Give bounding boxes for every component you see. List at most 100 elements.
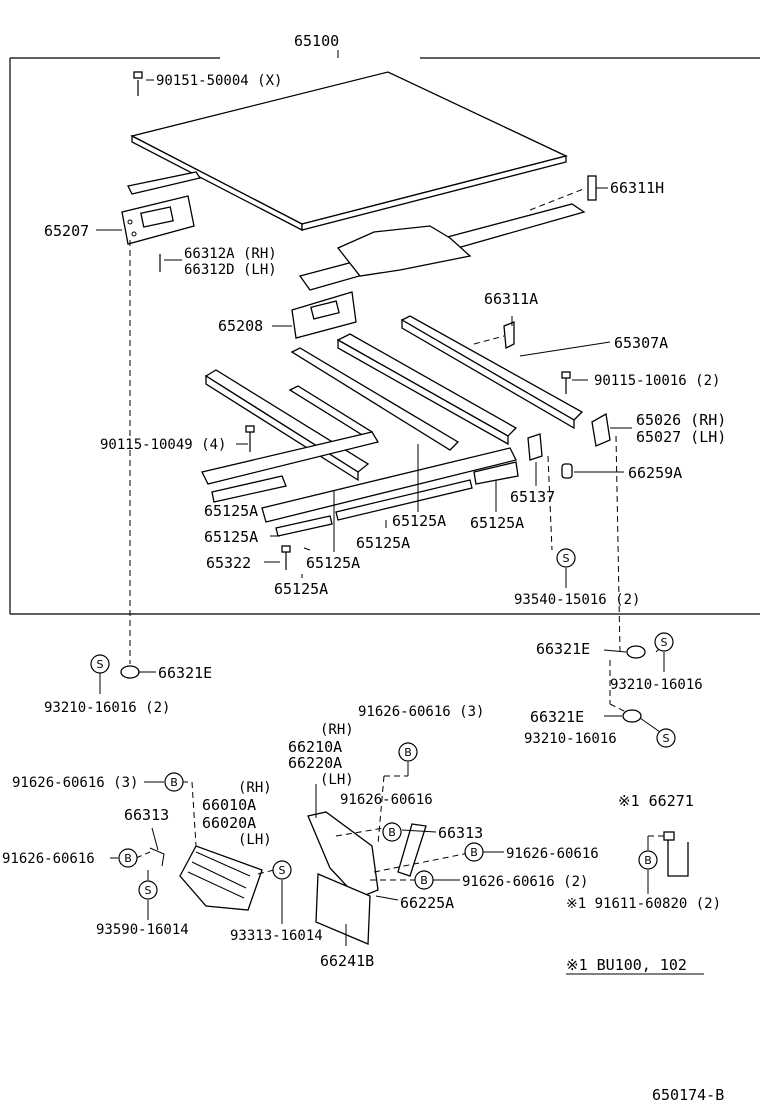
- svg-text:B: B: [124, 852, 132, 865]
- svg-text:B: B: [470, 846, 478, 859]
- washer-symbol-r1: S: [654, 632, 674, 652]
- label-rivet-left-top: 91626-60616 (3): [12, 775, 138, 791]
- screw-90115-10049: [245, 425, 255, 452]
- label-washer-left: 93210-16016 (2): [44, 700, 170, 716]
- label-bolt-65322: 65322: [206, 554, 251, 572]
- label-brace-right: 66313: [438, 824, 483, 842]
- label-pin-lh: 66312D (LH): [184, 262, 277, 278]
- svg-text:S: S: [661, 636, 668, 649]
- label-stay-lh: 66020A: [202, 814, 256, 832]
- label-member-1: 65125A: [204, 502, 258, 520]
- label-cushion-left: 66321E: [158, 664, 212, 682]
- handle-66271: [663, 831, 689, 877]
- label-bracket-65207: 65207: [44, 222, 89, 240]
- label-sill-65307a: 65307A: [614, 334, 668, 352]
- washer-symbol-65137: S: [556, 548, 576, 568]
- label-bolt-93313: 93313-16014: [230, 928, 323, 944]
- svg-text:S: S: [563, 552, 570, 565]
- label-pin-rh: 66312A (RH): [184, 246, 277, 262]
- label-rh-tag-1: (RH): [320, 722, 354, 738]
- sill-mid-b: [290, 347, 460, 451]
- svg-text:B: B: [170, 776, 178, 789]
- label-rivet-top: 91626-60616 (3): [358, 704, 484, 720]
- label-cushion-r2: 66321E: [530, 708, 584, 726]
- screw-top: [133, 71, 143, 96]
- plate-65137: [527, 433, 543, 461]
- diagram-number: 650174-B: [652, 1086, 724, 1104]
- leader-lines: [96, 79, 704, 975]
- label-assembly: 65100: [294, 32, 339, 50]
- label-bracket-65208: 65208: [218, 317, 263, 335]
- sill-rear: [400, 315, 584, 430]
- label-member-3: 65125A: [470, 514, 524, 532]
- label-bolt-93540: 93540-15016 (2): [514, 592, 640, 608]
- bolt-symbol-rivet-center: B: [382, 822, 402, 842]
- label-screw-left: 90115-10049 (4): [100, 437, 226, 453]
- mudguard-assembly: [307, 811, 427, 899]
- label-member-2: 65125A: [392, 512, 446, 530]
- assembly-frame: [9, 50, 760, 615]
- label-lh-tag-1: (LH): [320, 772, 354, 788]
- bracket-65207: [121, 195, 195, 245]
- label-mudguard-lh: 66220A: [288, 754, 342, 772]
- hinge-65026: [591, 412, 611, 447]
- washer-symbol-lower-left: S: [90, 654, 110, 674]
- label-rail-a: 66311A: [484, 290, 538, 308]
- label-rivet-right-2: 91626-60616 (2): [462, 874, 588, 890]
- svg-text:B: B: [644, 854, 652, 867]
- long-rail: [298, 203, 586, 291]
- label-member-7: 65125A: [274, 580, 328, 598]
- footnote: ※1 BU100, 102: [566, 956, 687, 974]
- cushions: [120, 645, 646, 723]
- bracket-65208: [291, 291, 357, 339]
- label-brace-left: 66313: [124, 806, 169, 824]
- svg-text:S: S: [279, 864, 286, 877]
- bolt-symbol-rivet-right-1: B: [464, 842, 484, 862]
- label-rivet-center: 91626-60616: [340, 792, 433, 808]
- bolt-symbol-rivet-right-2: B: [414, 870, 434, 890]
- label-rivet-right-1: 91626-60616: [506, 846, 599, 862]
- bolt-symbol-rivet-left: B: [118, 848, 138, 868]
- cross-members: [201, 431, 519, 537]
- label-washer-r2: 93210-16016: [524, 731, 617, 747]
- label-rh-tag-2: (RH): [238, 780, 272, 796]
- washer-symbol-93313: S: [272, 860, 292, 880]
- svg-text:S: S: [663, 732, 670, 745]
- bolt-symbol-handle: B: [638, 850, 658, 870]
- label-plate-65137: 65137: [510, 488, 555, 506]
- label-washer-r1: 93210-16016: [610, 677, 703, 693]
- rail-66311h: [587, 175, 597, 201]
- bolt-symbol-rivet-left-top: B: [164, 772, 184, 792]
- rail-66311a: [503, 321, 515, 350]
- label-bolt-93590: 93590-16014: [96, 922, 189, 938]
- label-member-5: 65125A: [356, 534, 410, 552]
- label-member-4: 65125A: [204, 528, 258, 546]
- label-hinge-lh: 65027 (LH): [636, 428, 726, 446]
- bolt-65322: [281, 545, 291, 570]
- label-rivet-left: 91626-60616: [2, 851, 95, 867]
- washer-symbol-93590: S: [138, 880, 158, 900]
- washer-symbol-r2: S: [656, 728, 676, 748]
- bolt-symbol-rivet-top: B: [398, 742, 418, 762]
- deck-panel: [130, 71, 568, 232]
- rail-left: [127, 171, 202, 195]
- svg-text:S: S: [145, 884, 152, 897]
- label-mudguard-rh: 66210A: [288, 738, 342, 756]
- label-handle-bolt: ※1 91611-60820 (2): [566, 896, 721, 912]
- label-flap-66241b: 66241B: [320, 952, 374, 970]
- label-rail-h: 66311H: [610, 179, 664, 197]
- label-stay-rh: 66010A: [202, 796, 256, 814]
- svg-text:S: S: [97, 658, 104, 671]
- label-grommet-a: 66259A: [628, 464, 682, 482]
- mud-flap: [315, 873, 371, 945]
- label-hinge-rh: 65026 (RH): [636, 411, 726, 429]
- svg-text:B: B: [404, 746, 412, 759]
- label-handle-top: ※1 66271: [618, 792, 694, 810]
- label-screw-top: 90151-50004 (X): [156, 73, 282, 89]
- grommet-66259a: [561, 463, 573, 479]
- svg-text:B: B: [388, 826, 396, 839]
- screw-90115-10016: [561, 371, 571, 394]
- label-screw-mid: 90115-10016 (2): [594, 373, 720, 389]
- sill-mid-a: [336, 333, 518, 446]
